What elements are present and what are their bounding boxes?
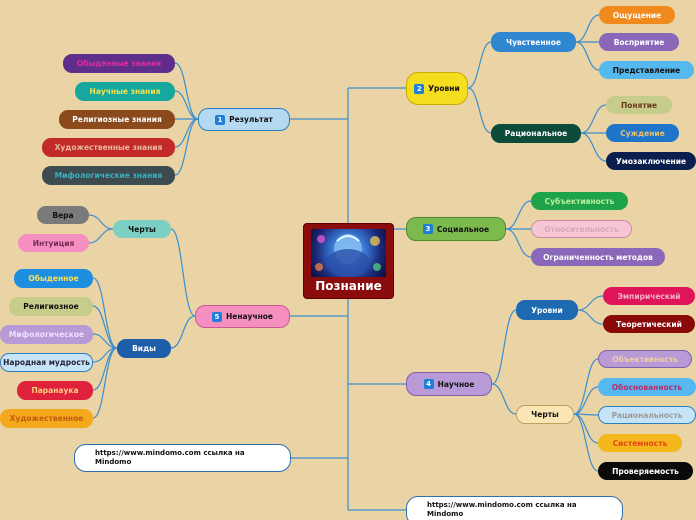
node-cherty-nauchnoe[interactable]: Черты	[516, 405, 574, 424]
central-topic[interactable]: Познание	[303, 223, 394, 299]
node-ponyatie[interactable]: Понятие	[606, 96, 672, 114]
connector-line	[575, 41, 600, 71]
connector-line	[88, 228, 114, 244]
connector-line	[467, 87, 492, 134]
connector-line	[174, 118, 199, 148]
central-topic-title: Познание	[315, 279, 382, 293]
brain-image	[311, 229, 386, 277]
topic-socialnoe[interactable]: 3 Социальное	[406, 217, 506, 241]
connector-line	[92, 277, 118, 349]
connector-line	[573, 413, 599, 444]
topic-label: Уровни	[428, 84, 460, 93]
node-urovni-nauchnoe[interactable]: Уровни	[516, 300, 578, 320]
node-obosnovannost[interactable]: Обоснованность	[598, 378, 696, 396]
node-chuvstvennoe[interactable]: Чувственное	[491, 32, 576, 52]
node-intuiciya[interactable]: Интуиция	[18, 234, 89, 252]
connector-line	[573, 413, 599, 472]
node-religioznye-znaniya[interactable]: Религиозные знания	[59, 110, 175, 129]
connector-line	[92, 347, 118, 419]
node-predstavlenie[interactable]: Представление	[599, 61, 694, 79]
connector-line	[580, 104, 607, 134]
topic-label: Социальное	[436, 224, 490, 234]
node-vid-paranauka[interactable]: Паранаука	[17, 381, 93, 400]
connector-line	[573, 358, 599, 415]
node-racionalnost[interactable]: Рациональность	[598, 406, 696, 424]
connector-line	[573, 386, 599, 415]
connector-line	[491, 309, 517, 385]
number-badge: 1	[215, 114, 226, 125]
node-vera[interactable]: Вера	[37, 206, 89, 224]
node-vid-mifologicheskoe[interactable]: Мифологическое	[0, 325, 93, 344]
connector-line	[575, 14, 600, 43]
node-vidy[interactable]: Виды	[117, 339, 171, 358]
connector-line	[170, 228, 196, 317]
node-vospriyatie[interactable]: Восприятие	[599, 33, 679, 51]
number-badge: 5	[211, 311, 222, 322]
node-vid-hudozhestvennoe[interactable]: Художественное	[0, 409, 93, 428]
topic-label: Результат	[229, 115, 273, 124]
topic-nauchnoe[interactable]: 4 Научное	[406, 372, 492, 396]
topic-label: Ненаучное	[225, 312, 274, 321]
node-obydennye-znaniya[interactable]: Обыденные знания	[63, 54, 175, 73]
node-teoreticheskiy[interactable]: Теоретический	[603, 315, 695, 333]
connector-line	[491, 383, 517, 415]
node-umozaklyuchenie[interactable]: Умозаключение	[606, 152, 696, 170]
mindomo-link-bottom[interactable]: https://www.mindomo.com ссылка на Mindom…	[406, 496, 623, 520]
topic-nenauchnoe[interactable]: 5 Ненаучное	[195, 305, 290, 328]
node-obektivnost[interactable]: Объективность	[598, 350, 692, 368]
node-empiricheskiy[interactable]: Эмпирический	[603, 287, 695, 305]
node-hudozhestvennye-znaniya[interactable]: Художественные знания	[42, 138, 175, 157]
connector-line	[174, 62, 199, 120]
number-badge: 3	[422, 224, 433, 234]
node-ogranichennost-metodov[interactable]: Ограниченность методов	[531, 248, 665, 266]
connector-line	[505, 228, 532, 258]
node-subektivnost[interactable]: Субъективность	[531, 192, 628, 210]
node-suzhdenie[interactable]: Суждение	[606, 124, 679, 142]
connector-line	[174, 118, 199, 176]
connector-line	[174, 90, 199, 120]
topic-urovni[interactable]: 2 Уровни	[406, 72, 468, 105]
connector-line	[92, 333, 118, 349]
node-proveryaemost[interactable]: Проверяемость	[598, 462, 693, 480]
node-racionalnoe[interactable]: Рациональное	[491, 124, 581, 143]
node-vid-narodnaya-mudrost[interactable]: Народная мудрость	[0, 353, 93, 372]
connector-line	[170, 315, 196, 349]
connector-line	[505, 200, 532, 230]
connector-line	[88, 214, 114, 230]
number-badge: 4	[423, 379, 434, 389]
mindomo-link-left[interactable]: https://www.mindomo.com ссылка на Mindom…	[74, 444, 291, 472]
node-vid-obydennoe[interactable]: Обыденное	[14, 269, 93, 288]
node-sistemnost[interactable]: Системность	[598, 434, 682, 452]
connector-line	[577, 309, 604, 325]
topic-rezultat[interactable]: 1 Результат	[198, 108, 290, 131]
connector-line	[577, 295, 604, 311]
connector-line	[467, 41, 492, 89]
connector-line	[92, 305, 118, 349]
node-cherty-nenauchnoe[interactable]: Черты	[113, 220, 171, 238]
topic-label: Научное	[437, 379, 475, 389]
node-otnositelnost[interactable]: Относительность	[531, 220, 632, 238]
node-vid-religioznoe[interactable]: Религиозное	[9, 297, 93, 316]
node-oshchushchenie[interactable]: Ощущение	[599, 6, 675, 24]
node-nauchnye-znaniya[interactable]: Научные знания	[75, 82, 175, 101]
node-mifologicheskie-znaniya[interactable]: Мифологические знания	[42, 166, 175, 185]
connector-line	[580, 132, 607, 162]
number-badge: 2	[414, 83, 425, 94]
